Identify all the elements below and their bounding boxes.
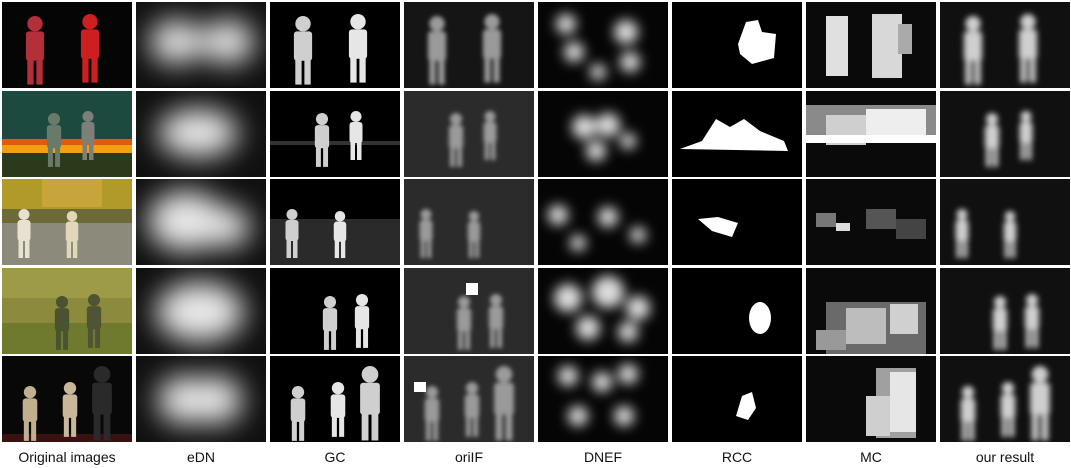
thumbnail-rcc-firefighters-fire (672, 91, 802, 177)
column-mc (806, 0, 936, 445)
column-label-dnef: DNEF (583, 449, 623, 465)
thumbnail-mc-soldiers-grass-hill (806, 268, 936, 354)
column-label-mc: MC (860, 449, 882, 465)
column-rcc (672, 0, 802, 445)
column-label-rcc: RCC (721, 449, 753, 465)
column-label-gc: GC (324, 449, 346, 465)
thumbnail-original-two-musicians-stage (2, 2, 132, 88)
thumbnail-rcc-two-musicians-stage (672, 2, 802, 88)
thumbnail-dnef-band-concert-stage (538, 356, 668, 442)
thumbnail-ours-people-autumn-stream (940, 179, 1070, 265)
column-edn (136, 0, 266, 445)
thumbnail-gc-two-musicians-stage (270, 2, 400, 88)
column-oriif (404, 0, 534, 445)
thumbnail-dnef-people-autumn-stream (538, 179, 668, 265)
thumbnail-original-soldiers-grass-hill (2, 268, 132, 354)
thumbnail-dnef-firefighters-fire (538, 91, 668, 177)
thumbnail-mc-firefighters-fire (806, 91, 936, 177)
thumbnail-edn-band-concert-stage (136, 356, 266, 442)
thumbnail-ours-two-musicians-stage (940, 2, 1070, 88)
thumbnail-rcc-band-concert-stage (672, 356, 802, 442)
thumbnail-dnef-two-musicians-stage (538, 2, 668, 88)
thumbnail-oriif-band-concert-stage (404, 356, 534, 442)
column-label-oriif: oriIF (455, 449, 483, 465)
thumbnail-rcc-people-autumn-stream (672, 179, 802, 265)
thumbnail-mc-two-musicians-stage (806, 2, 936, 88)
thumbnail-edn-two-musicians-stage (136, 2, 266, 88)
thumbnail-edn-people-autumn-stream (136, 179, 266, 265)
thumbnail-ours-soldiers-grass-hill (940, 268, 1070, 354)
thumbnail-original-firefighters-fire (2, 91, 132, 177)
thumbnail-mc-band-concert-stage (806, 356, 936, 442)
thumbnail-gc-soldiers-grass-hill (270, 268, 400, 354)
thumbnail-mc-people-autumn-stream (806, 179, 936, 265)
column-label-ours: our result (975, 449, 1035, 465)
thumbnail-rcc-soldiers-grass-hill (672, 268, 802, 354)
thumbnail-ours-firefighters-fire (940, 91, 1070, 177)
column-original (2, 0, 132, 445)
thumbnail-edn-firefighters-fire (136, 91, 266, 177)
thumbnail-gc-firefighters-fire (270, 91, 400, 177)
column-label-original: Original images (18, 449, 116, 465)
thumbnail-gc-people-autumn-stream (270, 179, 400, 265)
thumbnail-oriif-two-musicians-stage (404, 2, 534, 88)
thumbnail-gc-band-concert-stage (270, 356, 400, 442)
column-label-edn: eDN (186, 449, 215, 465)
thumbnail-oriif-firefighters-fire (404, 91, 534, 177)
thumbnail-oriif-people-autumn-stream (404, 179, 534, 265)
thumbnail-ours-band-concert-stage (940, 356, 1070, 442)
thumbnail-edn-soldiers-grass-hill (136, 268, 266, 354)
column-dnef (538, 0, 668, 445)
thumbnail-dnef-soldiers-grass-hill (538, 268, 668, 354)
column-gc (270, 0, 400, 445)
thumbnail-original-band-concert-stage (2, 356, 132, 442)
thumbnail-oriif-soldiers-grass-hill (404, 268, 534, 354)
column-ours (940, 0, 1070, 445)
thumbnail-original-people-autumn-stream (2, 179, 132, 265)
